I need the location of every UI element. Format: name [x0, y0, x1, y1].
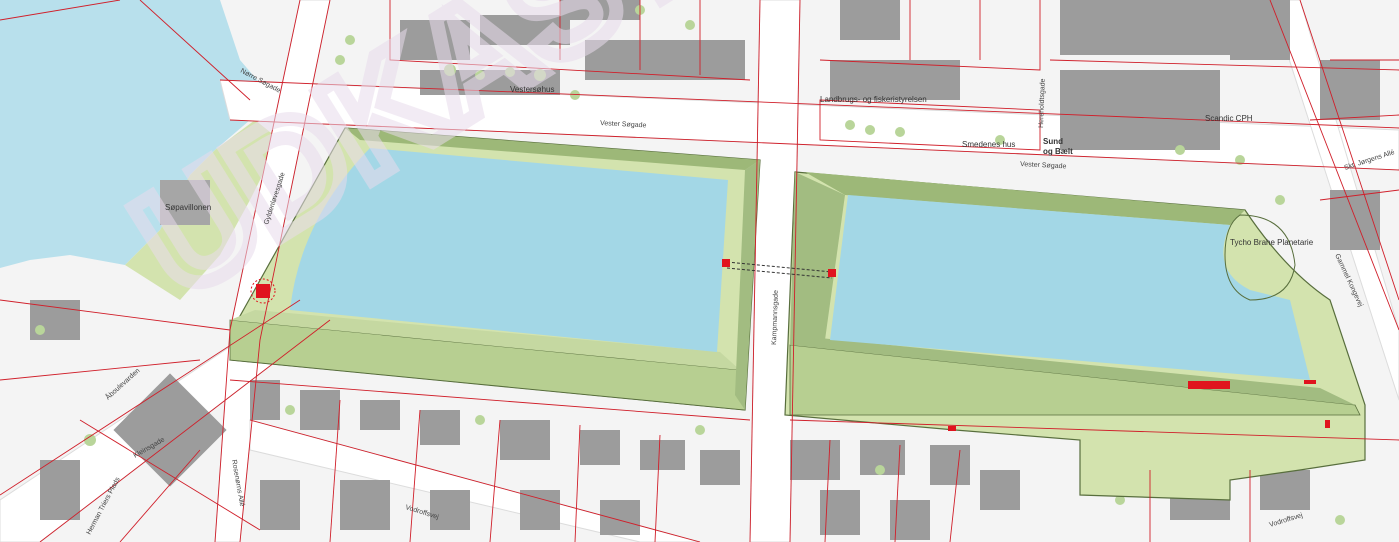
pavilion-marker: [250, 278, 276, 304]
label-landbrugs: Landbrugs- og fiskeristyrelsen: [820, 95, 927, 104]
right-basin-water: [830, 195, 1310, 380]
label-vester-sogade-1: Vester Søgade: [600, 120, 647, 129]
marker-bottom: [948, 426, 956, 431]
label-sund-1: Sund: [1043, 137, 1063, 146]
marker-right-basin-wall: [1188, 381, 1230, 389]
sopavillonen-building: [160, 180, 210, 225]
lake-water: [0, 0, 270, 268]
label-sund-2: og Bælt: [1043, 147, 1073, 156]
left-basin-water: [290, 148, 728, 352]
label-scandic: Scandic CPH: [1205, 114, 1253, 123]
label-kampmannsgade: Kampmannsgade: [771, 290, 780, 345]
marker-right-tunnel: [828, 269, 836, 277]
left-basin: [229, 127, 761, 411]
markers: [722, 259, 1330, 431]
label-sopavillonen: Søpavillonen: [165, 203, 211, 212]
marker-left-tunnel: [722, 259, 730, 267]
marker-right-edge: [1325, 420, 1330, 428]
label-smedenes: Smedenes hus: [962, 140, 1015, 149]
buildings: [30, 0, 1380, 540]
label-hereholdtsgade: Hereholdtsgade: [1038, 78, 1047, 128]
marker-right-small: [1304, 380, 1316, 384]
label-tycho: Tycho Brahe Planetarie: [1230, 238, 1314, 247]
tunnel-connection: [726, 261, 833, 279]
label-vestersohus: Vestersøhus: [510, 85, 554, 94]
label-vester-sogade-2: Vester Søgade: [1020, 161, 1067, 170]
right-basin: [784, 171, 1366, 501]
planetarium-circle: [1224, 214, 1296, 301]
